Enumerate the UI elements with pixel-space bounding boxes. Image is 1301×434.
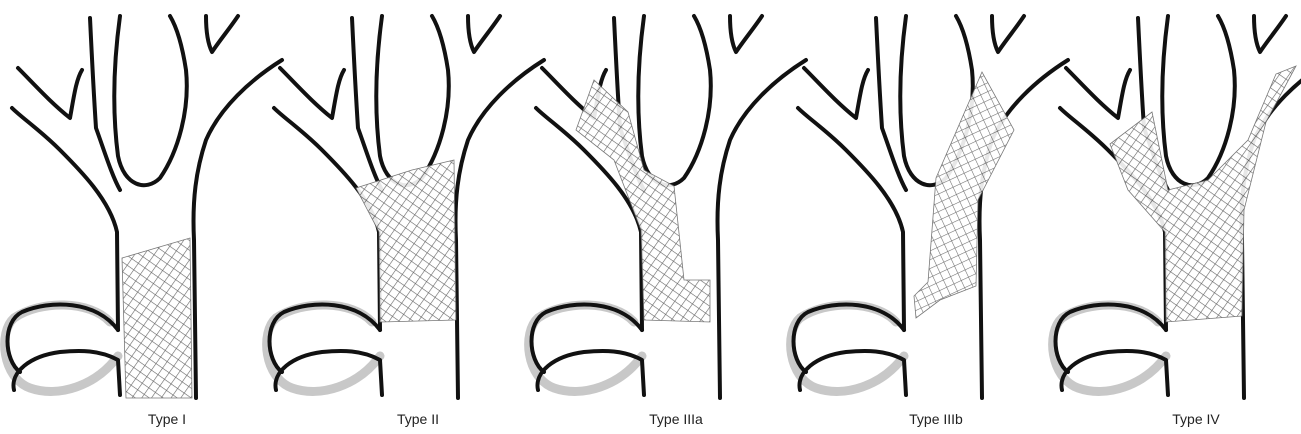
panel-type-iv — [1053, 16, 1301, 398]
panel-type-iiib — [791, 16, 1068, 398]
tumor-region-type-iiia — [576, 80, 710, 322]
panel-label-type-ii: Type II — [328, 411, 508, 427]
panel-label-type-i: Type I — [77, 411, 257, 427]
panel-type-i — [5, 16, 282, 398]
panel-type-iiia — [529, 16, 806, 398]
tumor-region-type-iiib — [914, 72, 1014, 318]
tumor-region-type-ii — [356, 160, 456, 322]
tumor-region-type-i — [122, 238, 192, 398]
panel-label-type-iiib: Type IIIb — [846, 411, 1026, 427]
panel-label-type-iv: Type IV — [1106, 411, 1286, 427]
panel-label-type-iiia: Type IIIa — [586, 411, 766, 427]
tumor-region-type-iv — [1110, 66, 1296, 322]
panel-type-ii — [267, 16, 544, 398]
